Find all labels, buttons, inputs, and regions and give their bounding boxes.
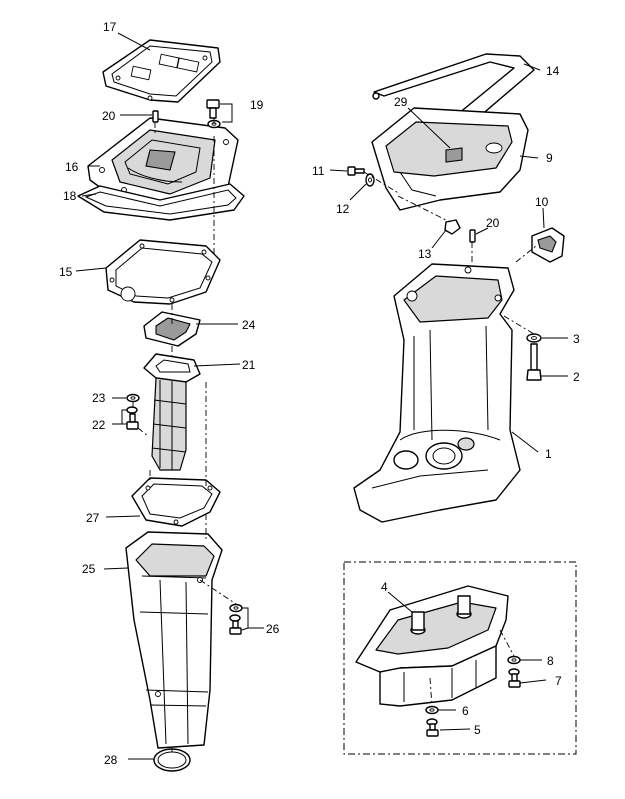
part-12-washer <box>365 173 375 187</box>
inset-frame <box>343 561 577 755</box>
callout-1: 1 <box>545 447 552 461</box>
part-10-rubber-mount <box>531 227 565 263</box>
callout-18: 18 <box>63 189 77 203</box>
part-9-lower-cowl <box>371 107 529 211</box>
callout-10: 10 <box>535 195 549 209</box>
part-17-top-gasket <box>102 39 221 103</box>
part-1-driveshaft-housing <box>353 263 521 523</box>
callout-27: 27 <box>86 511 100 525</box>
part-18-seal <box>77 183 245 221</box>
part-5-bolt <box>426 718 439 737</box>
callout-26: 26 <box>266 622 280 636</box>
callout-29: 29 <box>394 95 408 109</box>
part-13-nut <box>444 219 461 235</box>
callout-20-upper: 20 <box>102 109 116 123</box>
callout-25: 25 <box>82 562 96 576</box>
part-11-screw <box>347 166 365 176</box>
alignment-lines <box>132 118 537 752</box>
callout-17: 17 <box>103 20 117 34</box>
part-4-spacer-block <box>355 585 509 707</box>
callout-12: 12 <box>336 202 350 216</box>
part-24-exhaust-gasket <box>143 311 201 347</box>
callout-11: 11 <box>312 164 325 178</box>
callout-16: 16 <box>65 160 79 174</box>
callout-21: 21 <box>242 358 256 372</box>
callout-3: 3 <box>573 332 580 346</box>
part-8-washer <box>507 655 521 665</box>
part-22-bolt <box>126 406 139 430</box>
part-2-bolt <box>526 343 542 381</box>
callout-20-lower: 20 <box>486 216 500 230</box>
callout-numbers: 17 20 19 16 18 15 24 21 23 22 27 25 26 2… <box>59 20 580 767</box>
callout-13: 13 <box>418 247 432 261</box>
part-21-exhaust-tube <box>143 353 201 471</box>
callout-7: 7 <box>555 674 562 688</box>
part-27-gasket <box>131 477 221 527</box>
callout-4: 4 <box>381 580 388 594</box>
part-7-bolt <box>508 668 521 688</box>
part-20-dowel-pin-upper <box>152 110 159 123</box>
callout-2: 2 <box>573 370 580 384</box>
part-15-gasket <box>105 239 221 305</box>
callout-28: 28 <box>104 753 118 767</box>
callout-5: 5 <box>474 723 481 737</box>
part-26-bolt-and-washer <box>229 603 243 635</box>
part-3-washer <box>526 333 542 343</box>
part-19-bolt-and-washer <box>206 99 221 129</box>
leader-lines <box>75 32 568 760</box>
part-28-ring-seal <box>153 748 191 772</box>
part-23-washer <box>126 393 140 403</box>
callout-23: 23 <box>92 391 106 405</box>
callout-6: 6 <box>462 704 469 718</box>
callout-24: 24 <box>242 318 256 332</box>
callout-9: 9 <box>546 151 553 165</box>
part-6-washer <box>425 705 439 715</box>
part-25-exhaust-housing <box>125 531 223 749</box>
callout-15: 15 <box>59 265 73 279</box>
callout-8: 8 <box>547 654 554 668</box>
callout-14: 14 <box>546 64 560 78</box>
part-20-dowel-pin-lower <box>469 229 476 243</box>
callout-22: 22 <box>92 418 106 432</box>
callout-19: 19 <box>250 98 264 112</box>
